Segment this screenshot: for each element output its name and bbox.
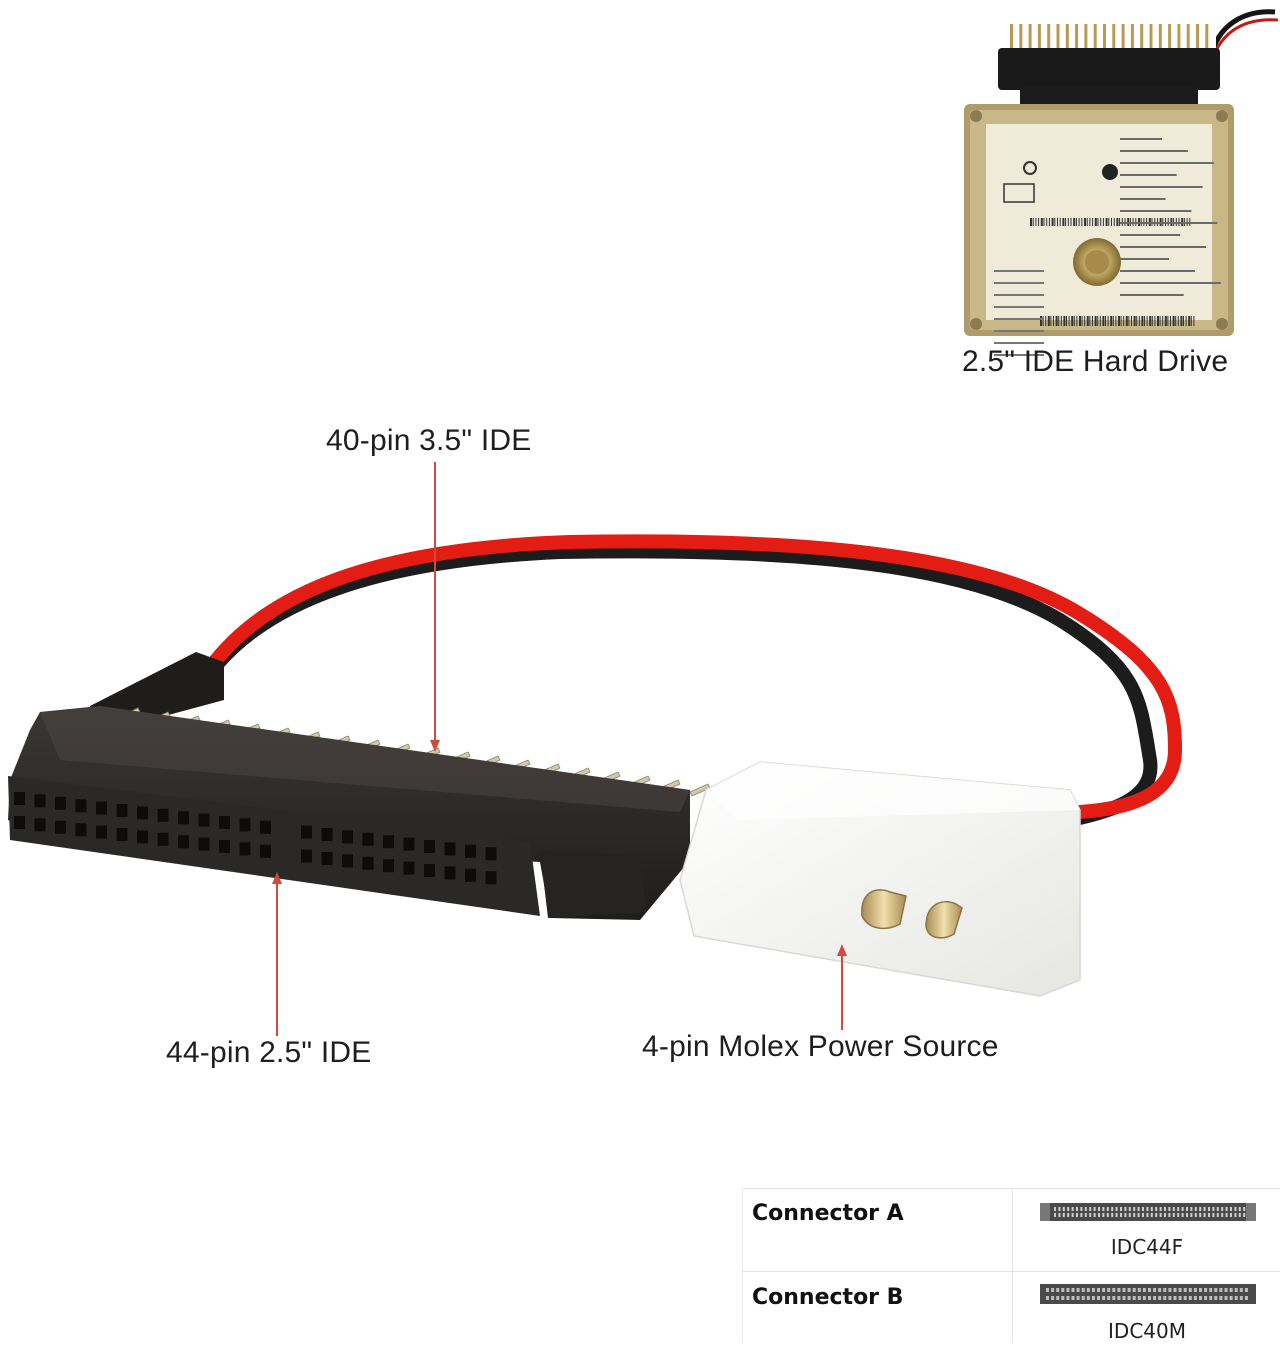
pin40-caption: 40-pin 3.5" IDE [326,424,532,457]
connector-a-label: Connector A [752,1201,904,1226]
molex-connector [679,761,1081,997]
table-row-divider [742,1271,1280,1272]
connector-a-code: IDC44F [1110,1235,1184,1259]
molex-caption: 4-pin Molex Power Source [642,1030,999,1063]
pin44-connector [8,706,690,920]
table-border [742,1189,743,1343]
pin1-key-plug [90,652,224,728]
hdd-label-lines [994,138,1221,356]
power-cable [198,534,1183,827]
idc44f-ribbon-icon [1040,1203,1256,1221]
table-column-divider [1012,1189,1013,1343]
pin44-socket-holes [14,792,497,885]
connector-b-code: IDC40M [1108,1319,1186,1343]
hard-drive-caption: 2.5" IDE Hard Drive [962,345,1229,378]
hard-drive-image [964,9,1279,356]
connector-spec-table: Connector A IDC44F Connector B IDC40M [742,1188,1280,1343]
idc40m-ribbon-icon [1040,1284,1256,1304]
pin44-caption: 44-pin 2.5" IDE [166,1036,372,1069]
connector-b-label: Connector B [752,1285,904,1310]
callout-pointers [272,462,847,1036]
hdd-pins [1004,22,1216,52]
